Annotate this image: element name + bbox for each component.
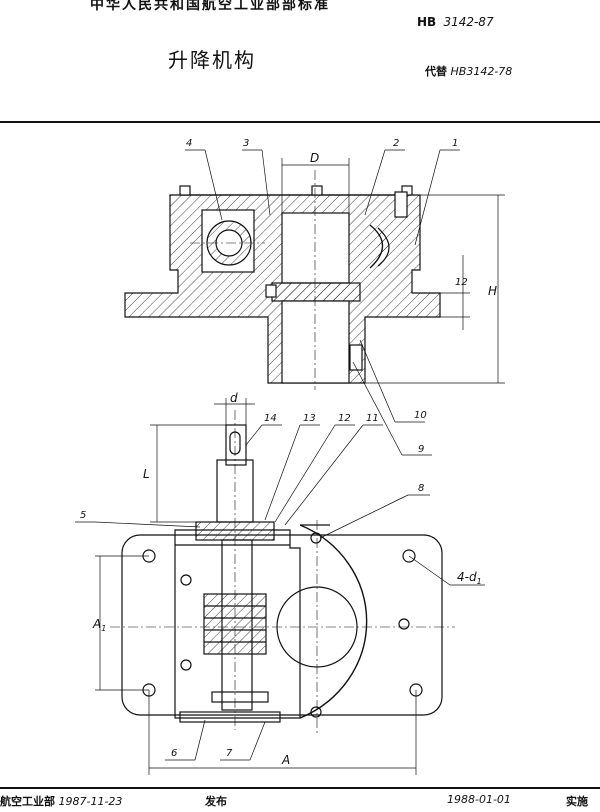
engineering-drawing: 4 3 2 1 D 12 H 10 9 [75,138,505,775]
dim-12: 12 [455,277,468,288]
callout-7: 7 [226,748,233,759]
callout-13: 13 [303,413,316,424]
page-title: 升降机构 [168,48,256,72]
dim-height-H: H [488,284,497,298]
standard-banner: 中华人民共和国航空工业部部标准 [90,0,330,13]
issuer: 航空工业部 [0,795,55,808]
callout-10: 10 [414,410,427,421]
effective-date: 1988-01-01 [447,793,511,806]
dim-A1: A1 [92,617,106,633]
footer-issue: 航空工业部 1987-11-23 [0,793,122,809]
callout-6: 6 [171,748,177,759]
issue-date: 1987-11-23 [58,795,123,808]
replaces-standard: 代替 HB3142-78 [425,63,512,79]
plan-view [110,410,455,735]
standard-number: HB 3142-87 [417,15,494,29]
callout-3: 3 [243,138,249,149]
footer-divider [0,787,600,789]
replaces-prefix: 代替 [425,65,447,78]
standard-code: 3142-87 [443,15,494,29]
standard-prefix: HB [417,15,437,29]
callout-2: 2 [393,138,399,149]
effective-word: 实施 [566,795,588,808]
callout-14: 14 [264,413,277,424]
dim-shaft-L: L [143,467,150,481]
issue-word: 发布 [205,795,227,808]
dim-width-A: A [281,753,290,767]
callout-9: 9 [418,444,424,455]
plan-dimensions [75,398,485,775]
callout-12: 12 [338,413,351,424]
hole-label: 4-d1 [457,570,482,586]
dim-diameter-D: D [310,151,319,165]
section-view [124,170,441,390]
plan-view-callouts: d L 14 13 12 11 8 5 4-d1 A1 6 7 A [80,391,482,767]
callout-5: 5 [80,510,86,521]
header-divider [0,121,600,123]
top-view-callouts: 4 3 2 1 D 12 H 10 9 [186,138,497,455]
callout-11: 11 [366,413,379,424]
callout-1: 1 [452,138,458,149]
dim-shaft-d: d [230,391,238,405]
top-dimensions [185,149,505,456]
callout-4: 4 [186,138,192,149]
replaces-code: HB3142-78 [450,65,513,78]
callout-8: 8 [418,483,424,494]
